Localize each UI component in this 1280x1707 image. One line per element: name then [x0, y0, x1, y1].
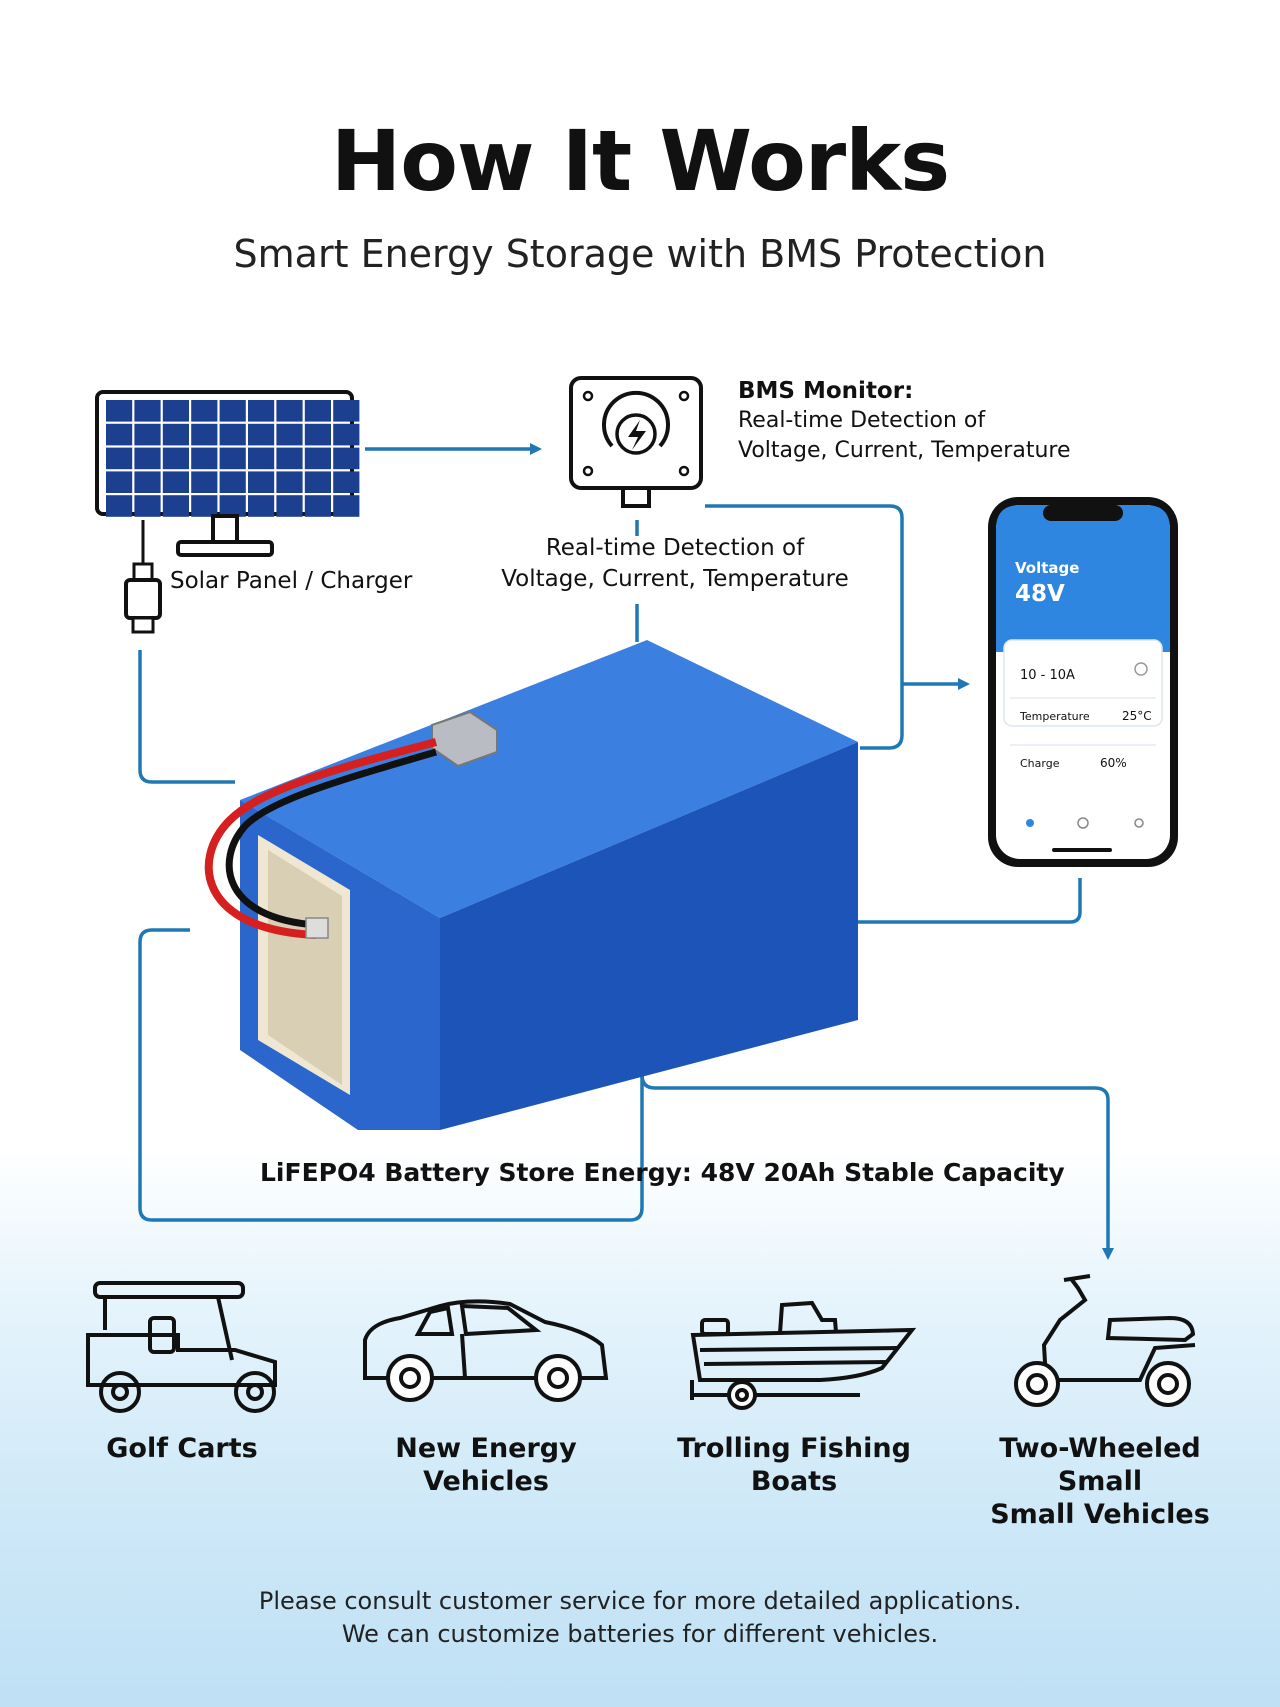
application-label-line2: Vehicles — [423, 1466, 549, 1497]
detection-desc-line2: Voltage, Current, Temperature — [501, 566, 849, 592]
solar-cell — [191, 447, 218, 470]
application-golf-carts: Golf Carts — [52, 1432, 312, 1465]
detection-desc-line1: Real-time Detection of — [545, 535, 805, 561]
solar-cell — [276, 447, 303, 470]
golf-cart-icon — [86, 1281, 277, 1413]
phone-current-value: 10 - 10A — [1020, 668, 1075, 683]
solar-cell — [248, 423, 275, 446]
solar-cell — [276, 471, 303, 493]
car-icon — [363, 1299, 609, 1402]
solar-cell — [219, 471, 246, 493]
solar-cell — [106, 471, 133, 493]
charger-plug-icon — [124, 520, 162, 634]
page-title: How It Works — [330, 112, 950, 210]
phone-charge-label: Charge — [1020, 757, 1060, 770]
application-trolling-fishing-boats: Trolling Fishing Boats — [664, 1432, 924, 1498]
application-label-line2: Boats — [750, 1466, 838, 1497]
solar-cell — [276, 400, 303, 422]
application-label-line2: Small Vehicles — [990, 1499, 1210, 1530]
application-label-line1: Golf Carts — [106, 1433, 258, 1464]
solar-cell — [219, 495, 246, 517]
solar-cell — [248, 447, 275, 470]
solar-panel-label: Solar Panel / Charger — [170, 568, 413, 594]
footer-note-line1: Please consult customer service for more… — [258, 1587, 1022, 1615]
solar-cell — [304, 495, 331, 517]
solar-cell — [248, 471, 275, 493]
solar-cell — [333, 423, 360, 446]
solar-cell — [162, 471, 189, 493]
application-label-line1: Trolling Fishing — [677, 1433, 911, 1464]
application-label-line1: Two-Wheeled Small — [999, 1433, 1201, 1497]
scooter-icon — [1014, 1274, 1196, 1407]
solar-cell — [333, 495, 360, 517]
solar-cell — [134, 447, 161, 470]
page-subtitle: Smart Energy Storage with BMS Protection — [233, 232, 1047, 276]
solar-cell — [219, 447, 246, 470]
application-new-energy-vehicles: New Energy Vehicles — [356, 1432, 616, 1498]
phone-voltage-label: Voltage — [1015, 559, 1079, 577]
battery-label: LiFEPO4 Battery Store Energy: 48V 20Ah S… — [260, 1158, 1065, 1187]
phone-temperature-label: Temperature — [1019, 710, 1090, 723]
solar-cell — [333, 471, 360, 493]
battery-pack-image — [204, 640, 858, 1130]
phone-temperature-value: 25°C — [1122, 709, 1152, 723]
bms-monitor-desc-line1: Real-time Detection of — [738, 408, 986, 433]
solar-cell — [106, 447, 133, 470]
solar-panel-icon — [95, 390, 360, 557]
solar-cell — [106, 423, 133, 446]
phone-voltage-value: 48V — [1015, 581, 1065, 607]
solar-cell — [276, 423, 303, 446]
application-label-line1: New Energy — [395, 1433, 577, 1464]
solar-cell — [134, 400, 161, 422]
bms-monitor-desc-line2: Voltage, Current, Temperature — [738, 438, 1071, 463]
solar-cell — [191, 423, 218, 446]
solar-cell — [134, 495, 161, 517]
solar-cell — [106, 495, 133, 517]
solar-cell — [304, 447, 331, 470]
solar-cell — [134, 471, 161, 493]
phone-charge-value: 60% — [1100, 756, 1127, 770]
solar-cell — [191, 495, 218, 517]
solar-cell — [333, 400, 360, 422]
solar-cell — [219, 423, 246, 446]
bms-monitor-icon — [569, 376, 703, 508]
solar-cell — [304, 400, 331, 422]
phone-app-image — [988, 497, 1178, 867]
solar-cell — [162, 400, 189, 422]
solar-cell — [191, 400, 218, 422]
boat-icon — [690, 1300, 917, 1410]
solar-cell — [162, 447, 189, 470]
solar-cell — [304, 471, 331, 493]
solar-cell — [276, 495, 303, 517]
solar-cell — [304, 423, 331, 446]
solar-cell — [162, 495, 189, 517]
solar-cell — [134, 423, 161, 446]
footer-note-line2: We can customize batteries for different… — [341, 1620, 939, 1648]
solar-cell — [248, 495, 275, 517]
solar-cell — [219, 400, 246, 422]
solar-cell — [191, 471, 218, 493]
solar-cell — [162, 423, 189, 446]
solar-cell — [333, 447, 360, 470]
solar-cell — [248, 400, 275, 422]
application-two-wheeled-vehicles: Two-Wheeled Small Small Vehicles — [955, 1432, 1245, 1531]
bms-monitor-title: BMS Monitor: — [738, 378, 914, 404]
solar-cell — [106, 400, 133, 422]
